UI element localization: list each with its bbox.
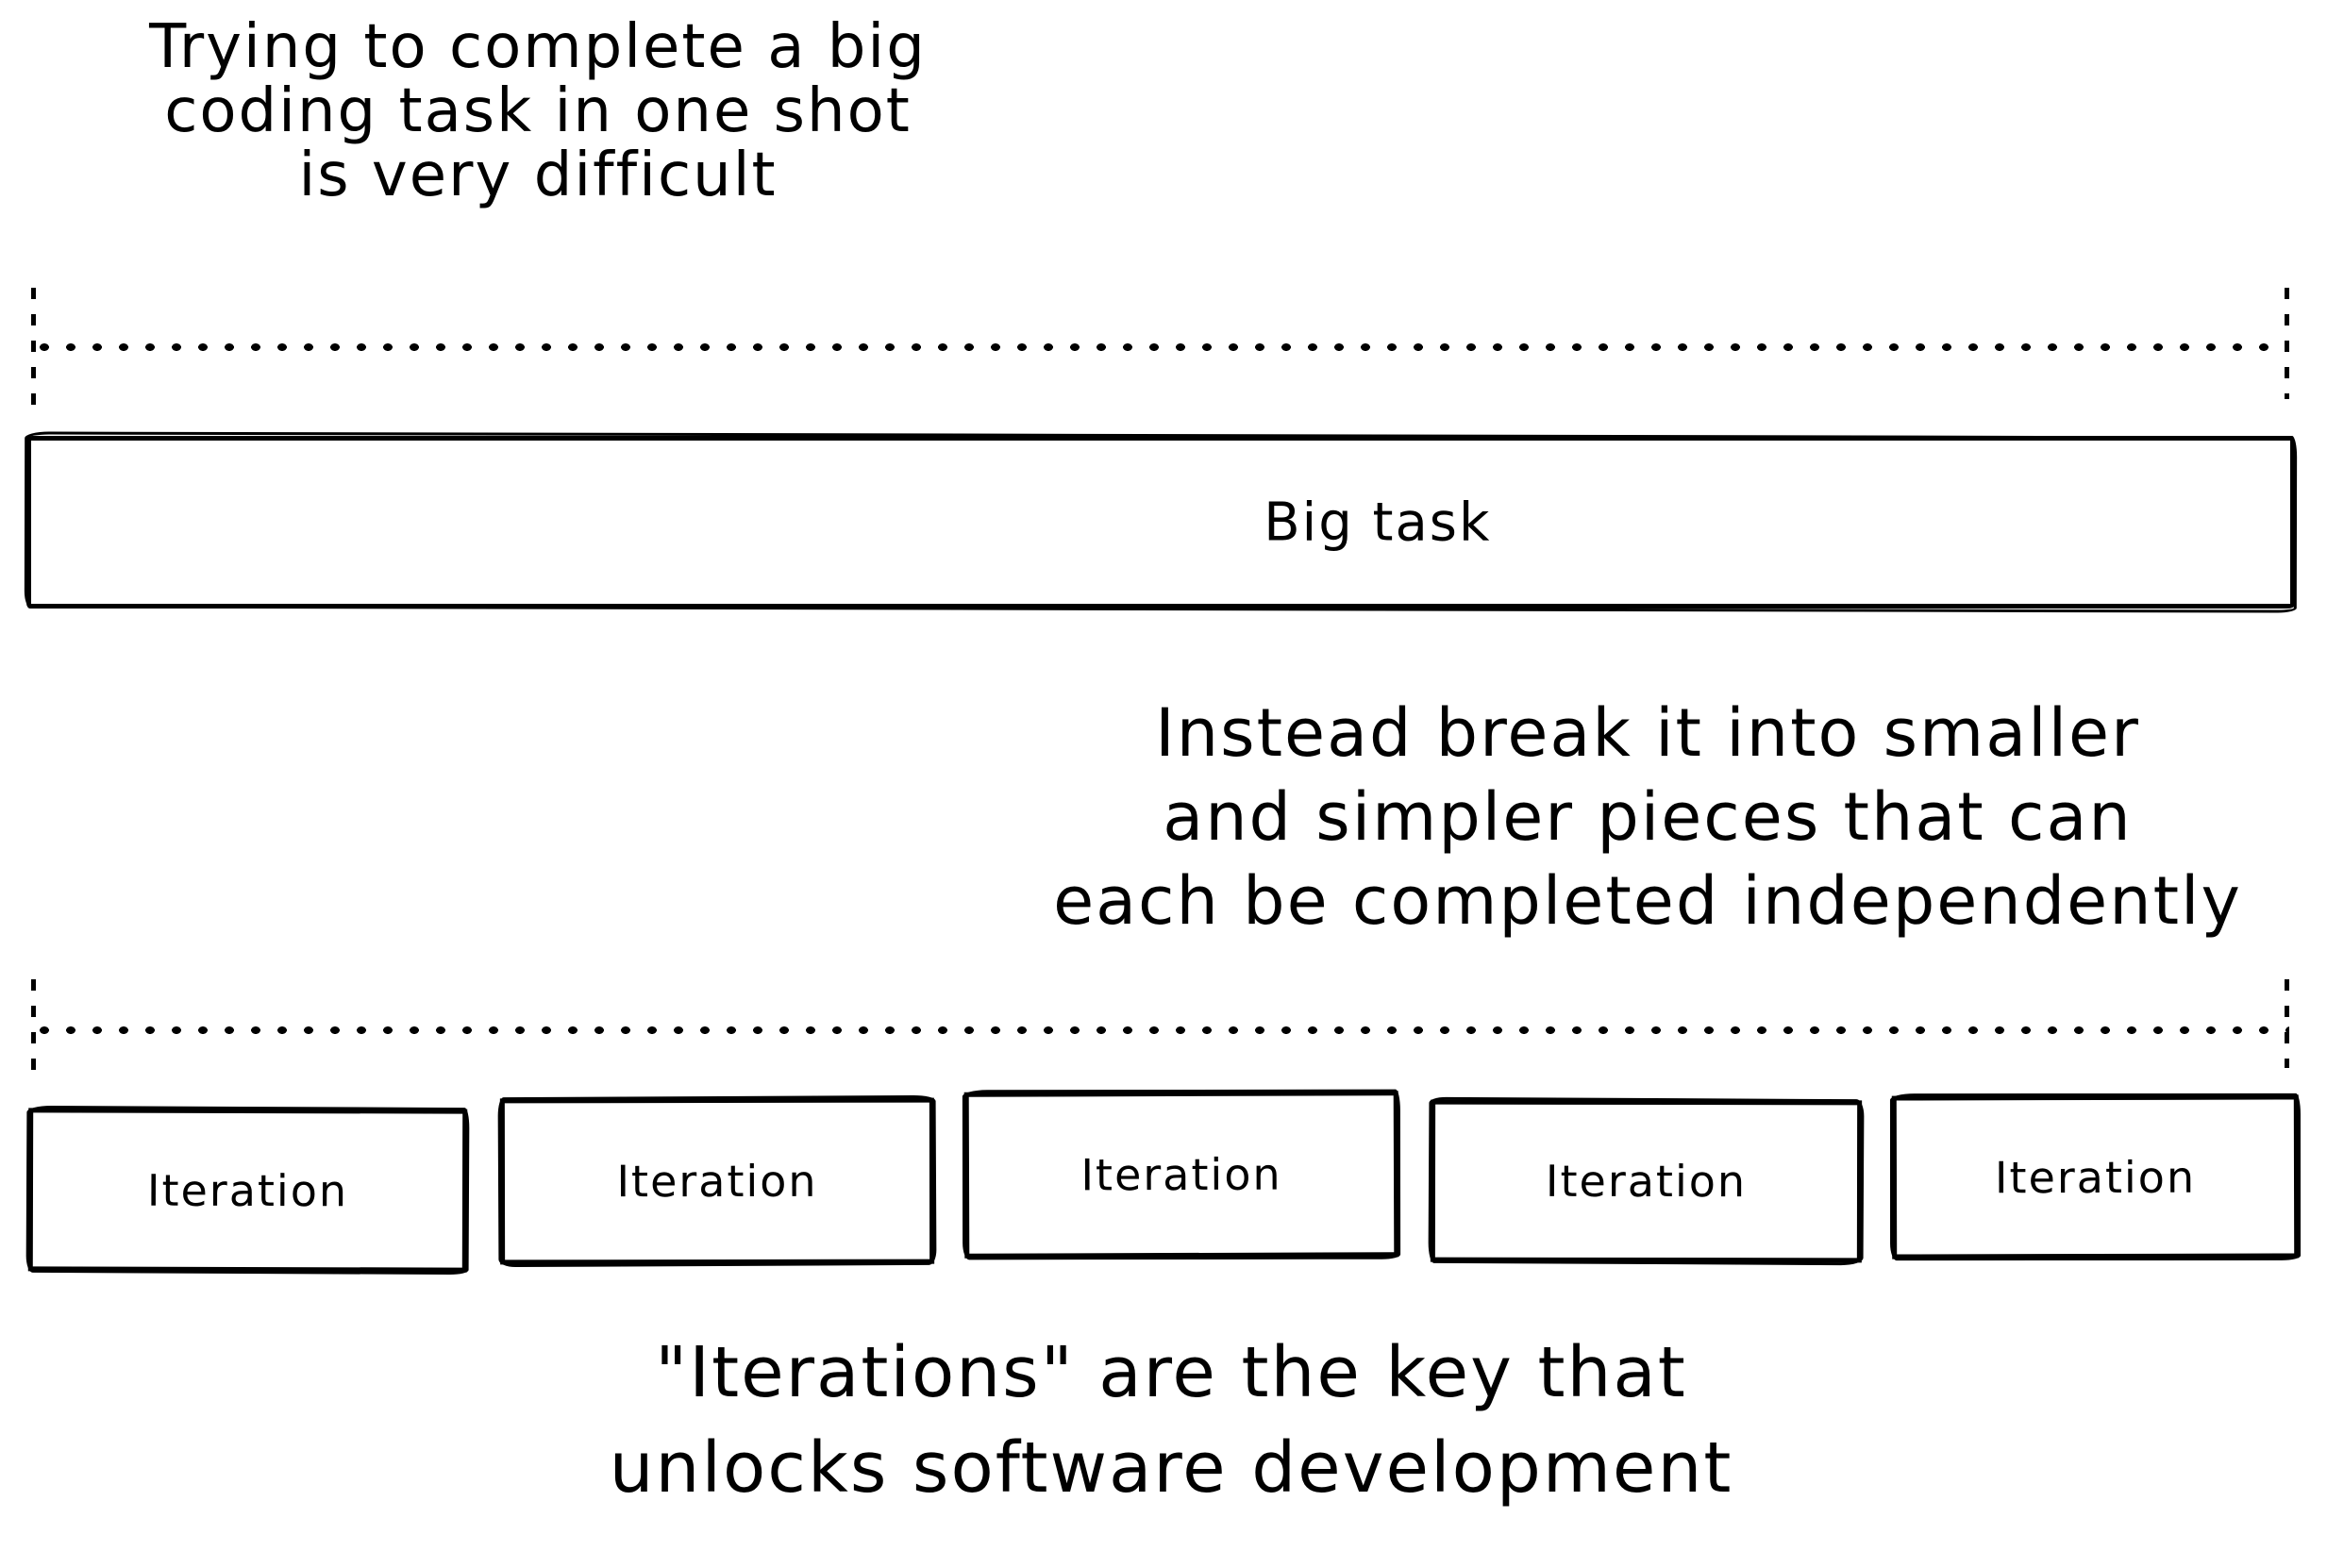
iteration-label: Iteration [1545,1155,1748,1208]
big-task-label: Big task [1264,492,1492,553]
iteration-box: Iteration [1430,1099,1863,1263]
dotted-span-line [31,342,2289,352]
iteration-label: Iteration [1080,1148,1282,1201]
iteration-label: Iteration [1994,1151,2197,1203]
big-task-span-bracket [31,288,2289,420]
bracket-tick-left [31,288,36,420]
bottom-annotation: "Iterations" are the key that unlocks so… [609,1332,1733,1509]
iteration-box: Iteration [1891,1094,2300,1259]
dotted-span-line [31,1026,2289,1035]
iteration-box: Iteration [27,1108,468,1273]
iterations-span-bracket [31,979,2289,1085]
iteration-label: Iteration [616,1155,818,1208]
top-annotation: Trying to complete a big coding task in … [149,12,927,210]
middle-annotation: Instead break it into smaller and simple… [1053,694,2242,940]
iteration-label: Iteration [146,1164,349,1216]
bracket-tick-right [2285,288,2289,399]
iteration-box: Iteration [499,1097,935,1265]
bracket-tick-right [2285,979,2289,1069]
big-task-box: Big task [26,436,2295,609]
iteration-box: Iteration [963,1091,1399,1259]
